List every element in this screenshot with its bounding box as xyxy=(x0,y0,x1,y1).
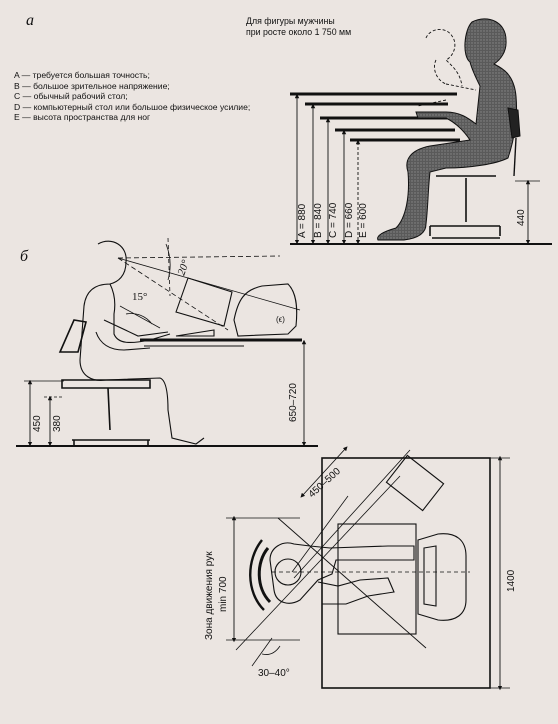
seated-figure-dark xyxy=(377,18,521,241)
table-height-label-b: 650–720 xyxy=(288,383,299,422)
panel-a-label: a xyxy=(26,12,34,29)
panel-b-labels: 20° 15° 450 380 650–720 (ϵ) xyxy=(32,258,299,432)
height-label-d: D = 660 xyxy=(344,202,355,238)
depth-label: 1400 xyxy=(506,569,517,592)
screen-mark: (ϵ) xyxy=(276,315,285,324)
seat-height-low-label-b: 380 xyxy=(52,415,63,432)
legend-item-e: E — высота пространства для ног xyxy=(14,112,151,123)
monitor-b xyxy=(233,283,298,337)
height-label-b: B = 840 xyxy=(313,203,324,238)
chair-b xyxy=(58,319,151,446)
seat-height-label-b: 450 xyxy=(32,415,43,432)
screen-b xyxy=(175,277,233,327)
view-angle-label: 20° xyxy=(176,258,193,277)
seat-height-label-a: 440 xyxy=(516,209,527,226)
standing-figure-outline xyxy=(417,29,477,107)
arm-zone-min-label: min 700 xyxy=(218,576,229,612)
workspace-rect xyxy=(321,457,491,689)
legend-item-b: B — большое зрительное напряжение; xyxy=(14,80,170,91)
tilt-angle-label: 15° xyxy=(132,291,147,303)
person-plan xyxy=(269,542,415,604)
document-plan xyxy=(385,454,445,512)
height-label-e: E = 600 xyxy=(358,203,369,238)
legend-item-a: A — требуется большая точность; xyxy=(14,70,150,80)
panel-a-drawing xyxy=(290,92,552,245)
monitor-plan xyxy=(417,533,467,621)
height-label-c: C = 740 xyxy=(328,202,339,238)
arm-zone-label: Зона движения рук xyxy=(204,551,215,640)
panel-b-label: б xyxy=(20,248,29,265)
legend: A — требуется большая точность; B — боль… xyxy=(14,70,250,123)
desk-plan xyxy=(337,523,417,635)
angle-label-c: 30–40° xyxy=(258,668,290,679)
figure-caption: Для фигуры мужчины при росте около 1 750… xyxy=(246,16,351,38)
caption-line-2: при росте около 1 750 мм xyxy=(246,27,352,37)
legend-item-c: C — обычный рабочий стол; xyxy=(14,91,128,102)
legend-item-d: D — компьютерный стол или большое физиче… xyxy=(14,101,251,112)
caption-line-1: Для фигуры мужчины xyxy=(246,16,335,26)
height-label-a: A = 880 xyxy=(297,203,308,238)
panel-a-height-labels: A = 880 B = 840 C = 740 D = 660 E = 600 … xyxy=(297,202,527,238)
panel-c-drawing xyxy=(226,446,510,691)
panel-b-drawing xyxy=(16,237,318,447)
